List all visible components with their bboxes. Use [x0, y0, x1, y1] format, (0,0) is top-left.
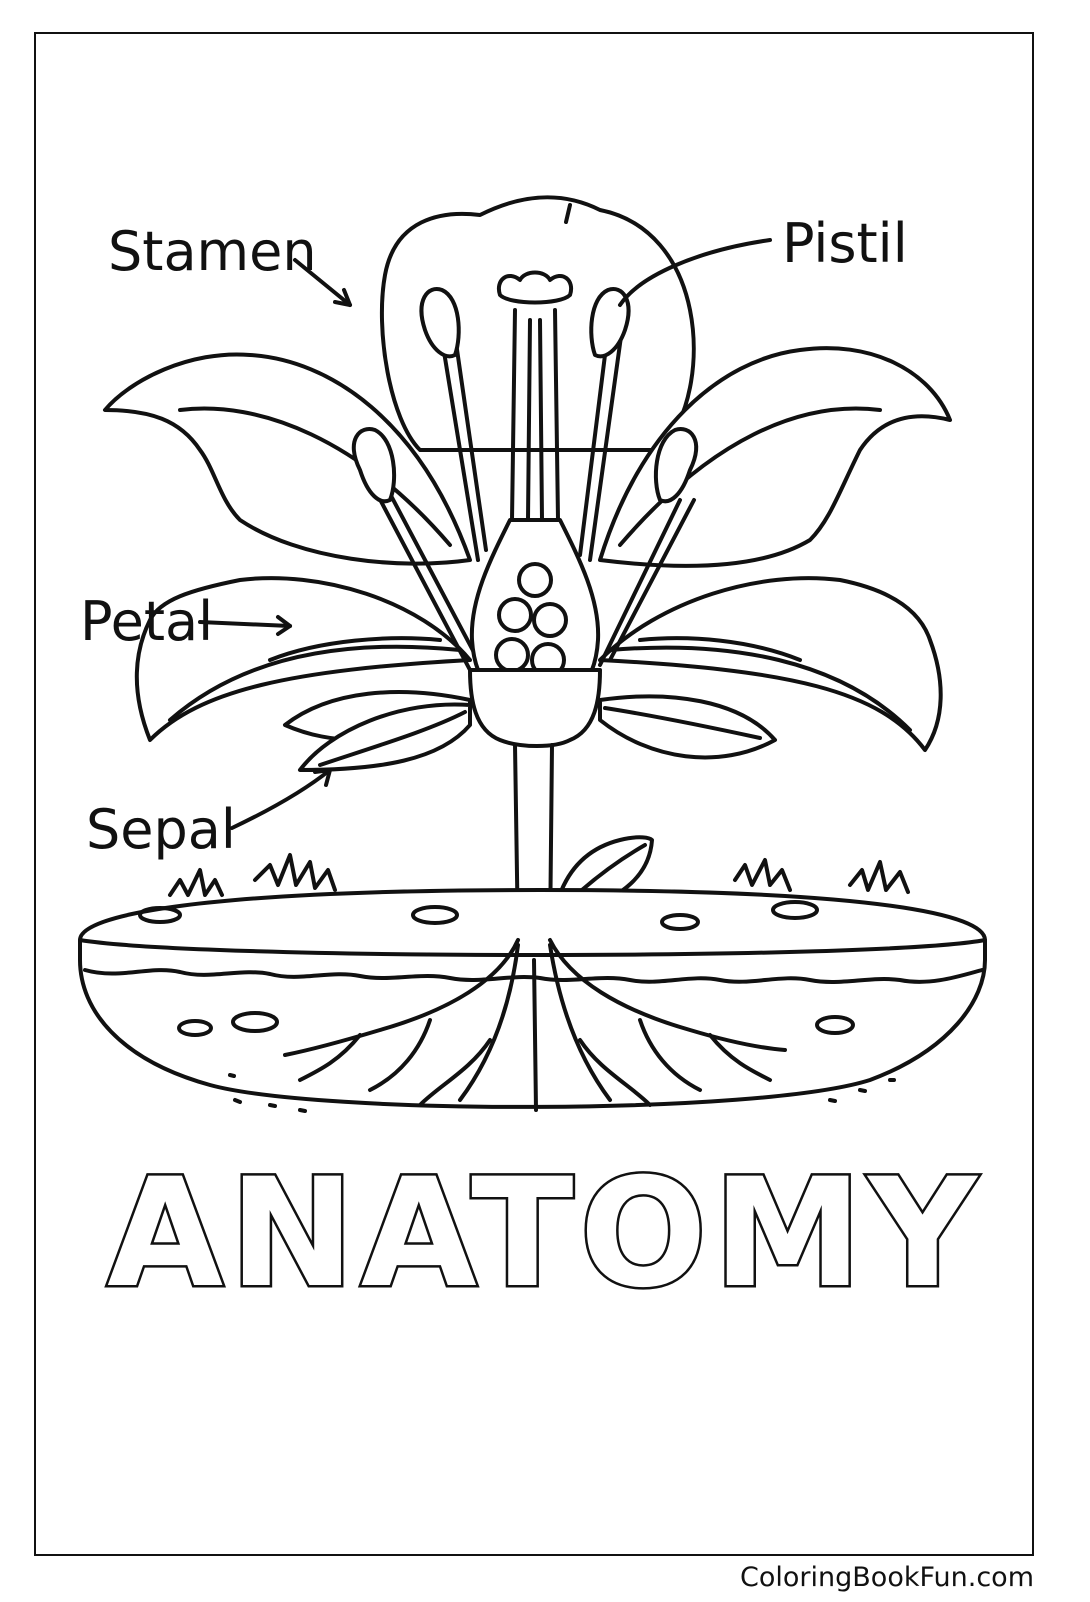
- stamen-arrow: [293, 258, 352, 307]
- petal-left-lower: [134, 576, 472, 742]
- soil-block: [78, 888, 987, 1109]
- roots: [283, 938, 520, 1057]
- ovule: [532, 602, 568, 638]
- page-frame: [34, 32, 1034, 1556]
- label-petal: Petal: [80, 590, 213, 653]
- ovule: [497, 597, 533, 633]
- label-sepal: Sepal: [86, 798, 236, 861]
- ovule: [517, 562, 553, 598]
- pistil-leader: [618, 238, 772, 307]
- sepal-right: [598, 694, 777, 760]
- title-anatomy: ANATOMY: [107, 1147, 983, 1321]
- label-pistil: Pistil: [782, 212, 908, 275]
- petal-arrow: [198, 620, 292, 628]
- petal-right-lower: [598, 576, 943, 752]
- ovule: [494, 637, 530, 673]
- sepal-arrow: [230, 768, 332, 830]
- footer-credit: ColoringBookFun.com: [740, 1562, 1034, 1593]
- label-stamen: Stamen: [108, 220, 317, 283]
- receptacle: [468, 668, 602, 748]
- stamen-anther-left-outer: [351, 427, 397, 504]
- pistil-stigma: [496, 270, 574, 305]
- stamen-anther-right-outer: [653, 427, 699, 504]
- stamen-anther-left-inner: [419, 287, 461, 359]
- sepal-left-2: [298, 702, 472, 772]
